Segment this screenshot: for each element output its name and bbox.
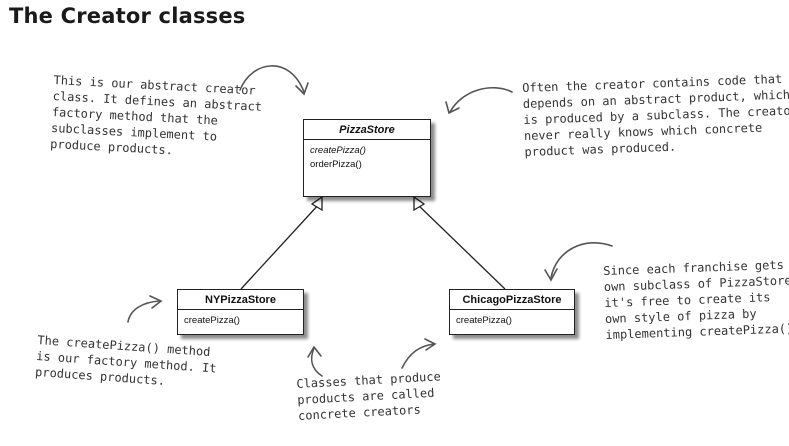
chicagopizzastore-class-name: ChicagoPizzaStore [450, 290, 574, 310]
annotation-arrow-concrete-right [401, 343, 435, 369]
annotation-arrow-factory-method [127, 300, 161, 323]
arrowhead [295, 82, 309, 96]
pizzastore-class-name: PizzaStore [304, 120, 430, 140]
note-franchise: Since each franchise gets its own subcla… [603, 256, 789, 343]
note-creator-code: Often the creator contains code that dep… [522, 70, 789, 160]
annotation-arrow-franchise [550, 242, 613, 279]
pizzastore-class-box: PizzaStore createPizza() orderPizza() [303, 119, 431, 197]
annotation-arrow-abstract-creator [239, 65, 305, 93]
chicagopizzastore-method-createpizza: createPizza() [456, 315, 512, 326]
chicagopizzastore-methods: createPizza() [450, 310, 574, 331]
chicagopizzastore-class-box: ChicagoPizzaStore createPizza() [449, 289, 575, 335]
arrowhead [307, 345, 322, 358]
arrowhead [445, 101, 460, 115]
arrowhead [149, 295, 163, 309]
inheritance-line-ny [240, 202, 321, 290]
annotation-arrow-concrete-left [310, 347, 323, 377]
arrowhead [544, 268, 558, 282]
page-title: The Creator classes [9, 4, 246, 28]
inheritance-line-chicago [415, 202, 506, 290]
nypizzastore-class-name: NYPizzaStore [178, 290, 303, 310]
pizzastore-method-createpizza: createPizza() [310, 145, 366, 156]
pizzastore-methods: createPizza() orderPizza() [304, 140, 430, 175]
inheritance-arrowhead-ny [310, 195, 323, 212]
pizzastore-method-orderpizza: orderPizza() [310, 159, 362, 170]
nypizzastore-class-box: NYPizzaStore createPizza() [177, 289, 304, 335]
note-abstract-creator: This is our abstract creator class. It d… [50, 72, 263, 163]
note-concrete-creators: Classes that produce products are called… [296, 368, 443, 423]
nypizzastore-methods: createPizza() [178, 310, 303, 331]
inheritance-arrowhead-chicago [413, 195, 426, 212]
arrowhead [424, 338, 437, 351]
nypizzastore-method-createpizza: createPizza() [184, 315, 240, 326]
annotation-arrow-creator-code [449, 87, 513, 113]
